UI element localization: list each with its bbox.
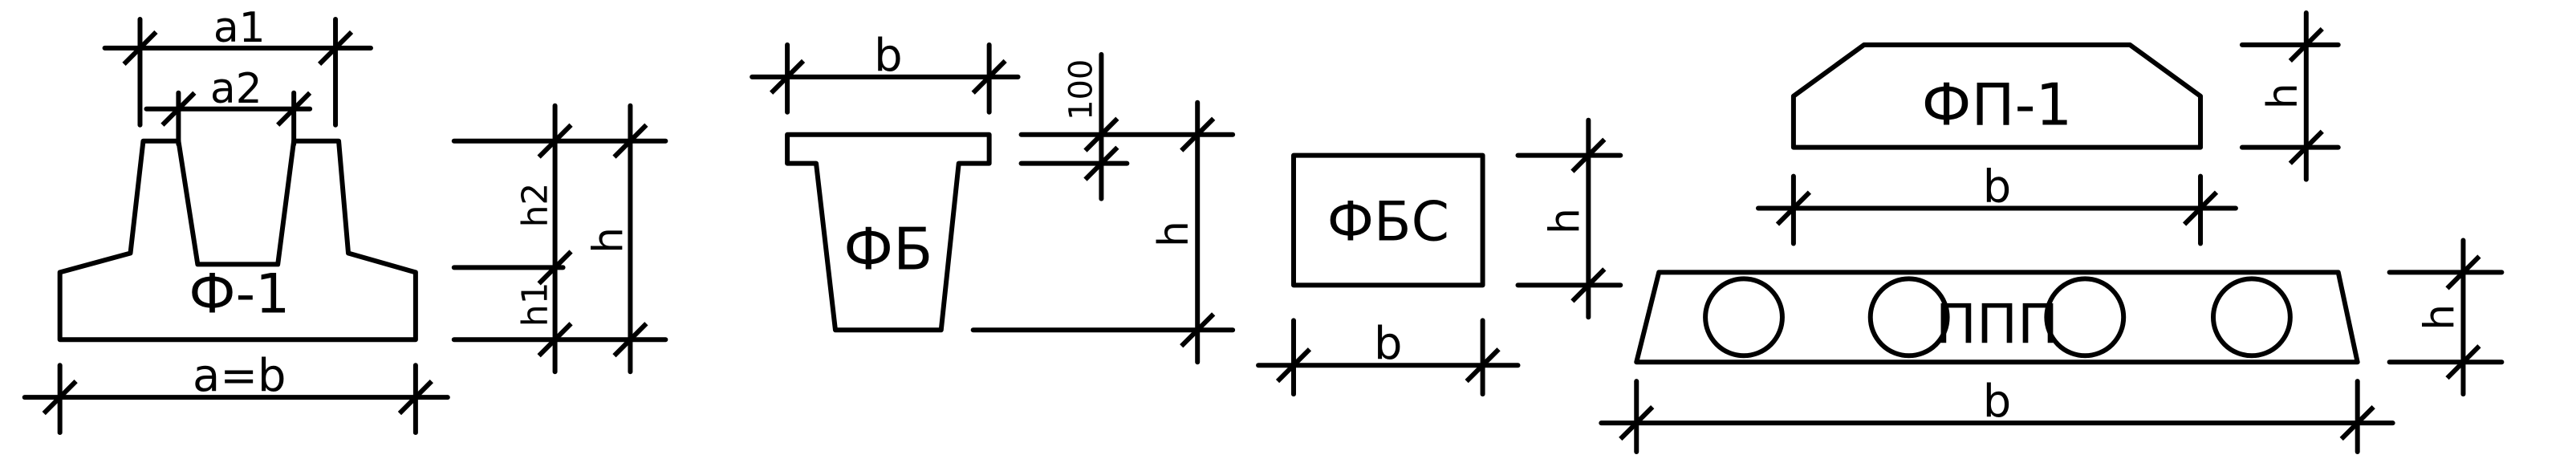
- dimension-b-ppp: b: [1599, 376, 2395, 455]
- dimension-b-fb: b: [750, 30, 1021, 115]
- dim-h1-label: h1: [515, 282, 556, 327]
- ppp-void-1: [1703, 276, 1785, 359]
- fp1-trapezoid-foundation: Ф-1 a1 a2 a=b: [22, 4, 668, 436]
- fbs-outline: [1290, 152, 1485, 288]
- dim-b-ppp-label: b: [1983, 376, 2011, 428]
- dim-h-fp1-label: h: [2259, 83, 2307, 109]
- dim-a2-label: a2: [210, 65, 262, 113]
- dimension-h-ppp: h: [2387, 238, 2505, 397]
- dim-h-fbs-label: h: [1541, 208, 1589, 234]
- dimension-fb-heights: 100 h: [970, 51, 1236, 365]
- ppp-plate-outline: [1634, 270, 2360, 365]
- ppp-void-4: [2211, 276, 2293, 359]
- fp1-plate-outline: [1790, 42, 2204, 150]
- dimension-b-fp1: b: [1755, 161, 2238, 246]
- ppp-void-3: [2044, 276, 2127, 359]
- dim-ab-label: a=b: [193, 350, 286, 402]
- fb-block: ФБ b 100 h: [750, 30, 1236, 365]
- ppp-name-label: ППП: [1936, 293, 2058, 356]
- dim-100-label: 100: [1062, 59, 1099, 120]
- dimension-h-fbs: h: [1515, 117, 1623, 320]
- fbs-block: ФБС h b: [1256, 117, 1623, 397]
- fb-name-label: ФБ: [843, 215, 932, 282]
- fp1-plate: ФП-1 h b: [1755, 10, 2341, 246]
- dim-a1-label: a1: [213, 4, 266, 52]
- dimension-heights: h2 h1 h: [451, 103, 668, 375]
- ppp-plate: ППП h b: [1599, 238, 2505, 455]
- dimension-h-fp1: h: [2239, 10, 2341, 182]
- fp1-plate-name-label: ФП-1: [1922, 71, 2073, 139]
- dim-b-fbs-label: b: [1374, 318, 1402, 370]
- dim-h-ppp-label: h: [2416, 304, 2464, 331]
- dim-h-fb-label: h: [1150, 221, 1198, 247]
- dim-b-fp1-label: b: [1983, 161, 2011, 213]
- dim-h-label: h: [584, 227, 632, 254]
- fb-outline: [785, 132, 992, 333]
- dim-b-fb-label: b: [874, 30, 902, 82]
- ppp-void-2: [1867, 276, 1950, 359]
- fp1-outline: [57, 138, 418, 343]
- dimension-a1: a1: [102, 4, 373, 128]
- dimension-a2: a2: [144, 65, 313, 147]
- dim-h2-label: h2: [515, 183, 556, 228]
- fp1-name-label: Ф-1: [189, 262, 290, 326]
- dimension-b-fbs: b: [1256, 318, 1521, 397]
- fbs-name-label: ФБС: [1327, 190, 1449, 254]
- dimension-a-equals-b: a=b: [22, 350, 450, 436]
